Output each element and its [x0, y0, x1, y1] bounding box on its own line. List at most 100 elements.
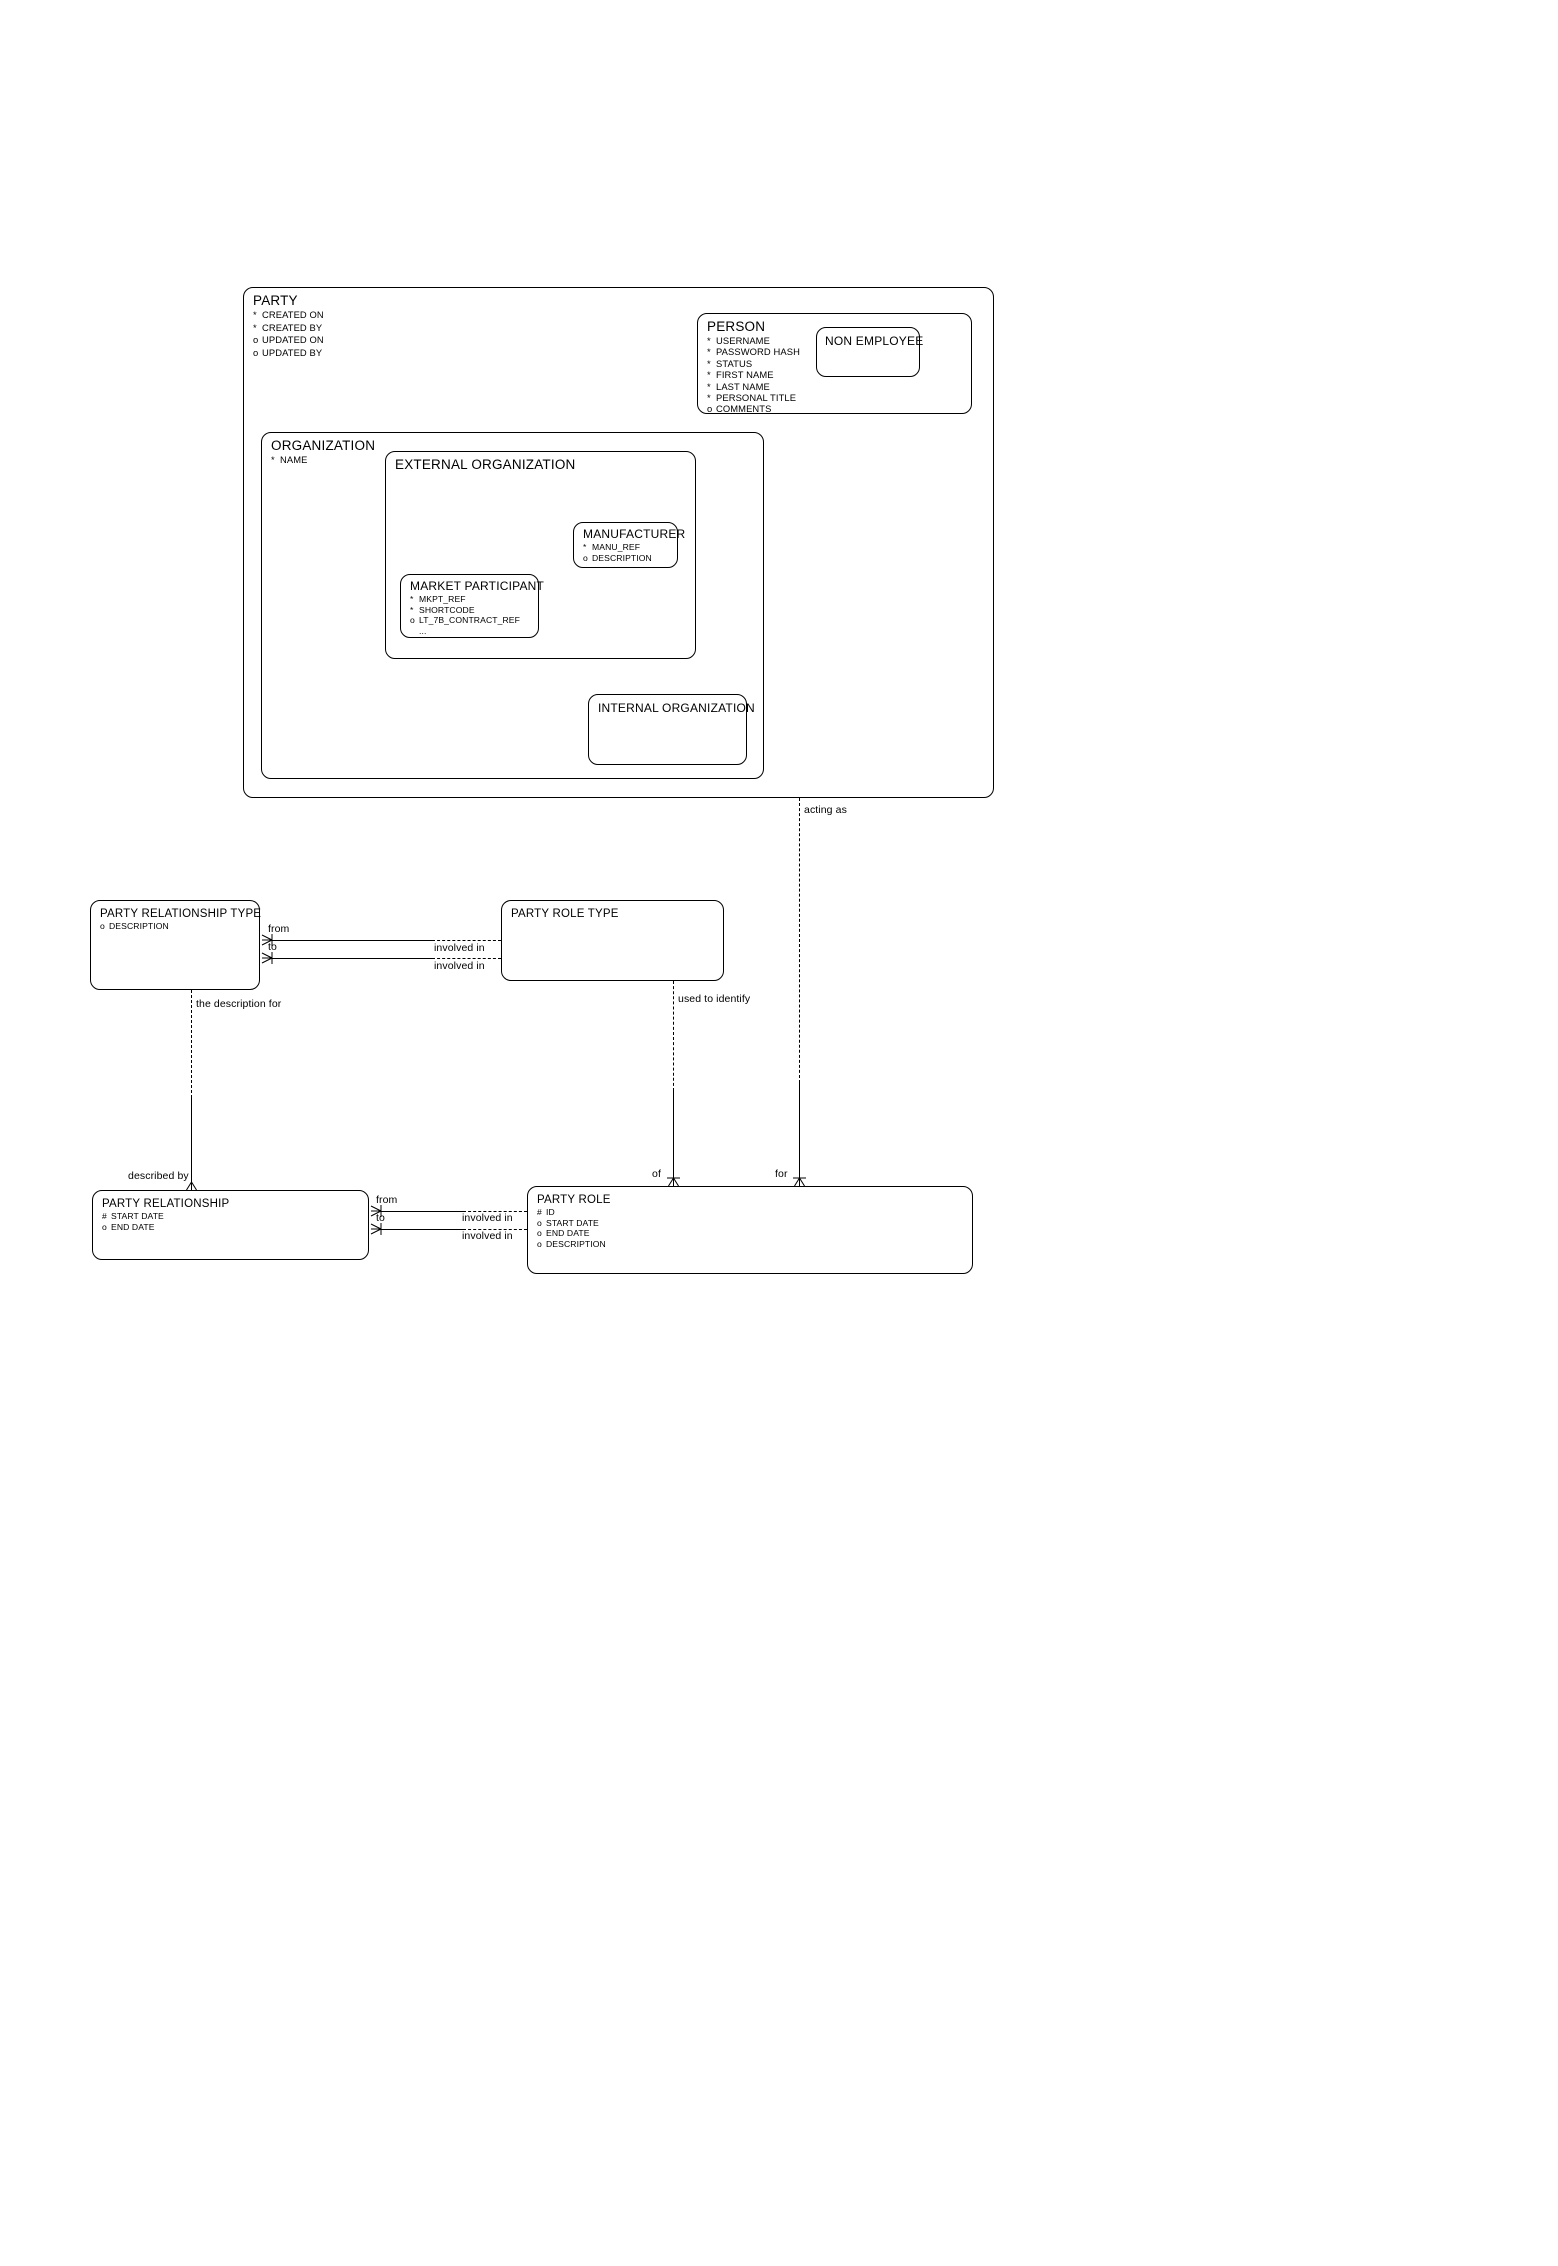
entity-title: MARKET PARTICIPANT — [410, 579, 545, 593]
entity-attribute: * PERSONAL TITLE — [707, 392, 800, 403]
relationship-label-of: of — [652, 1168, 661, 1180]
relationship-label-pr-from: from — [376, 1194, 398, 1206]
crowsfoot-pr-to-icon — [370, 1223, 382, 1235]
attribute-marker: * — [707, 357, 711, 369]
entity-attribute: # START DATE — [102, 1211, 164, 1222]
attribute-marker: * — [707, 392, 711, 404]
relationship-label-the-description-for: the description for — [196, 998, 282, 1010]
entity-internal-organization[interactable]: INTERNAL ORGANIZATION — [588, 694, 755, 765]
entity-title: PARTY ROLE TYPE — [511, 908, 619, 920]
attribute-label: USERNAME — [716, 335, 770, 346]
connector-prt-from-dashed — [432, 940, 501, 941]
attribute-label: UPDATED ON — [262, 334, 324, 346]
attribute-label: SHORTCODE — [419, 604, 475, 615]
entity-title: INTERNAL ORGANIZATION — [598, 701, 755, 715]
attribute-label: LT_7B_CONTRACT_REF — [419, 615, 520, 625]
entity-organization[interactable]: ORGANIZATION *NAME — [261, 432, 764, 779]
entity-party-role-type[interactable]: PARTY ROLE TYPE — [501, 900, 724, 981]
attribute-marker: * — [707, 380, 711, 392]
entity-non-employee[interactable]: NON EMPLOYEE — [816, 327, 924, 377]
entity-title: ORGANIZATION — [271, 438, 376, 453]
entity-attribute: ... — [410, 626, 520, 637]
entity-attribute: #ID — [537, 1207, 606, 1218]
entity-attribute: *CREATED ON — [253, 309, 324, 322]
connector-acting-as-dashed — [799, 798, 800, 1083]
entity-title: PARTY RELATIONSHIP — [102, 1198, 230, 1210]
relationship-label-described-by: described by — [128, 1170, 189, 1182]
entity-person[interactable]: PERSON *USERNAME*PASSWORD HASH*STATUS*FI… — [697, 313, 972, 414]
attribute-marker: o — [583, 552, 588, 563]
entity-title: PARTY — [253, 293, 298, 308]
attribute-marker: * — [707, 335, 711, 346]
connector-description-for-dashed — [191, 990, 192, 1098]
entity-title: PARTY RELATIONSHIP TYPE — [100, 908, 262, 920]
connector-prt-from-solid — [272, 940, 432, 941]
attribute-label: UPDATED BY — [262, 346, 323, 358]
entity-attribute: o LT_7B_CONTRACT_REF — [410, 615, 520, 626]
connector-pr-from-solid — [381, 1211, 463, 1212]
entity-title: PERSON — [707, 319, 766, 334]
attribute-marker: * — [410, 594, 414, 604]
attribute-marker: o — [707, 403, 713, 415]
entity-title: NON EMPLOYEE — [825, 334, 924, 348]
relationship-label-prt-involved-in-1: involved in — [434, 942, 485, 954]
relationship-label-prt-involved-in-2: involved in — [434, 960, 485, 972]
connector-prt-to-solid — [272, 958, 432, 959]
relationship-label-prt-to: to — [268, 941, 277, 953]
crowsfoot-prt-from-icon — [261, 934, 273, 946]
attribute-label: LAST NAME — [716, 380, 770, 392]
attribute-marker: * — [253, 321, 257, 333]
entity-attribute: *MKPT_REF — [410, 594, 520, 605]
attribute-label: DESCRIPTION — [546, 1238, 606, 1249]
entity-external-organization[interactable]: EXTERNAL ORGANIZATION — [385, 451, 696, 659]
entity-attribute: *MANU_REF — [583, 542, 652, 553]
attribute-label: END DATE — [111, 1221, 155, 1232]
connector-prt-to-dashed — [432, 958, 501, 959]
attribute-marker: * — [271, 454, 275, 465]
connector-pr-to-dashed — [463, 1229, 527, 1230]
entity-attribute: * STATUS — [707, 358, 800, 369]
attribute-marker: o — [100, 921, 105, 931]
entity-attribute: *PASSWORD HASH — [707, 346, 800, 357]
crowsfoot-prt-to-icon — [261, 952, 273, 964]
attribute-marker: * — [410, 604, 414, 615]
attribute-label: START DATE — [111, 1211, 164, 1221]
attribute-label: COMMENTS — [716, 403, 772, 415]
relationship-label-pr-involved-in-1: involved in — [462, 1212, 513, 1224]
attribute-label: STATUS — [716, 357, 753, 369]
attribute-marker: o — [253, 346, 259, 358]
attribute-marker: * — [707, 369, 711, 381]
attribute-label: PERSONAL TITLE — [716, 392, 797, 404]
entity-attribute: * USERNAME — [707, 335, 800, 346]
attribute-marker: # — [537, 1207, 542, 1217]
crowsfoot-pr-from-icon — [370, 1205, 382, 1217]
attribute-marker: o — [253, 334, 259, 346]
attribute-list: *USERNAME*PASSWORD HASH*STATUS*FIRST NAM… — [707, 335, 800, 415]
relationship-label-used-to-identify: used to identify — [678, 993, 751, 1005]
attribute-marker: o — [410, 615, 415, 625]
crowsfoot-for-icon — [793, 1174, 806, 1187]
connector-pr-to-solid — [381, 1229, 463, 1230]
attribute-marker: * — [253, 309, 257, 320]
connector-used-to-identify-dashed — [673, 981, 674, 1091]
entity-attribute: *NAME — [271, 454, 308, 467]
attribute-marker: # — [102, 1211, 107, 1221]
